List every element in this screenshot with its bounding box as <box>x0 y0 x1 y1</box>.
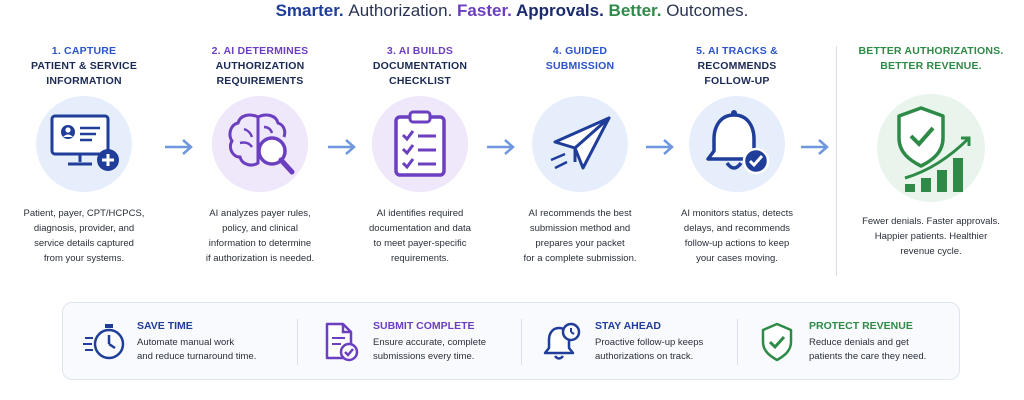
step-icon-circle <box>689 96 785 192</box>
step-number: 1. CAPTURE <box>51 45 117 57</box>
clipboard-checklist-icon <box>394 110 446 177</box>
shield-growth-chart-icon <box>897 106 971 192</box>
step-description: Patient, payer, CPT/HCPCS, diagnosis, pr… <box>23 208 145 264</box>
step-guided-submission: 4. GUIDED SUBMISSION AI recommends the b… <box>505 44 655 266</box>
step-icon-circle <box>36 96 132 192</box>
stopwatch-icon <box>83 324 125 360</box>
benefit-description: Reduce denials and get patients the care… <box>809 337 927 362</box>
arrow-right-icon <box>487 139 515 155</box>
step-heading: DOCUMENTATION CHECKLIST <box>372 60 468 87</box>
step-number: 3. AI BUILDS <box>386 45 454 57</box>
step-description: AI recommends the best submission method… <box>523 208 637 264</box>
step-heading: SUBMISSION <box>545 60 615 72</box>
step-number: 4. GUIDED <box>552 45 608 57</box>
step-heading: RECOMMENDS FOLLOW-UP <box>697 60 777 87</box>
step-description: AI monitors status, detects delays, and … <box>681 208 793 264</box>
step-number: 5. AI TRACKS & <box>696 45 778 57</box>
benefit-description: Ensure accurate, complete submissions ev… <box>373 337 487 362</box>
benefit-divider <box>297 319 298 365</box>
benefit-description: Automate manual work and reduce turnarou… <box>137 337 257 362</box>
benefit-title: PROTECT REVENUE <box>809 320 913 332</box>
paper-plane-icon <box>550 116 611 170</box>
headline: Smarter. Authorization. Faster. Approval… <box>0 1 1024 21</box>
final-icon-circle <box>877 94 985 202</box>
step-icon-circle <box>532 96 628 192</box>
arrow-right-icon <box>328 139 356 155</box>
step-title: 4. GUIDED SUBMISSION <box>505 44 655 96</box>
bell-check-icon <box>706 110 770 175</box>
headline-approvals: Approvals. <box>515 1 604 20</box>
benefit-divider <box>737 319 738 365</box>
benefit-title: SAVE TIME <box>137 320 193 332</box>
divider <box>836 46 837 276</box>
final-description: Fewer denials. Faster approvals. Happier… <box>862 216 1000 257</box>
step-number: 2. AI DETERMINES <box>211 45 309 57</box>
benefit-title: SUBMIT COMPLETE <box>373 320 475 332</box>
benefit-stay-ahead: STAY AHEAD Proactive follow-up keeps aut… <box>541 303 703 381</box>
headline-smarter: Smarter. <box>275 1 344 20</box>
headline-authorization: Authorization. <box>348 1 453 20</box>
arrow-right-icon <box>801 139 829 155</box>
benefits-panel: SAVE TIME Automate manual work and reduc… <box>62 302 960 380</box>
step-title: 3. AI BUILDS DOCUMENTATION CHECKLIST <box>345 44 495 96</box>
step-ai-builds: 3. AI BUILDS DOCUMENTATION CHECKLIST AI … <box>345 44 495 266</box>
arrow-right-icon <box>646 139 674 155</box>
step-title: 5. AI TRACKS & RECOMMENDS FOLLOW-UP <box>662 44 812 96</box>
computer-user-icon <box>50 114 119 171</box>
benefit-title: STAY AHEAD <box>595 320 661 332</box>
step-capture: 1. CAPTURE PATIENT & SERVICE INFORMATION… <box>9 44 159 266</box>
benefit-save-time: SAVE TIME Automate manual work and reduc… <box>83 303 256 381</box>
bell-clock-icon <box>543 322 581 360</box>
headline-outcomes: Outcomes. <box>666 1 749 20</box>
benefit-description: Proactive follow-up keeps authorizations… <box>595 337 704 362</box>
shield-check-icon <box>761 322 793 362</box>
step-description: AI analyzes payer rules, policy, and cli… <box>205 208 315 264</box>
headline-better: Better. <box>608 1 662 20</box>
benefit-divider <box>521 319 522 365</box>
step-ai-determines: 2. AI DETERMINES AUTHORIZATION REQUIREME… <box>185 44 335 266</box>
benefit-protect-revenue: PROTECT REVENUE Reduce denials and get p… <box>755 303 926 381</box>
step-icon-circle <box>212 96 308 192</box>
step-ai-tracks: 5. AI TRACKS & RECOMMENDS FOLLOW-UP AI m… <box>662 44 812 266</box>
document-check-icon <box>325 322 359 362</box>
step-description: AI identifies required documentation and… <box>369 208 471 264</box>
benefit-submit-complete: SUBMIT COMPLETE Ensure accurate, complet… <box>319 303 486 381</box>
step-title: 2. AI DETERMINES AUTHORIZATION REQUIREME… <box>185 44 335 96</box>
step-heading: PATIENT & SERVICE INFORMATION <box>30 60 138 87</box>
arrow-right-icon <box>165 139 193 155</box>
final-title: BETTER AUTHORIZATIONS. BETTER REVENUE. <box>858 45 1004 72</box>
step-icon-circle <box>372 96 468 192</box>
step-title: 1. CAPTURE PATIENT & SERVICE INFORMATION <box>9 44 159 96</box>
headline-faster: Faster. <box>457 1 512 20</box>
step-heading: AUTHORIZATION REQUIREMENTS <box>215 60 305 87</box>
final-outcome: BETTER AUTHORIZATIONS. BETTER REVENUE. F… <box>842 44 1020 259</box>
ai-brain-search-icon <box>228 113 295 175</box>
